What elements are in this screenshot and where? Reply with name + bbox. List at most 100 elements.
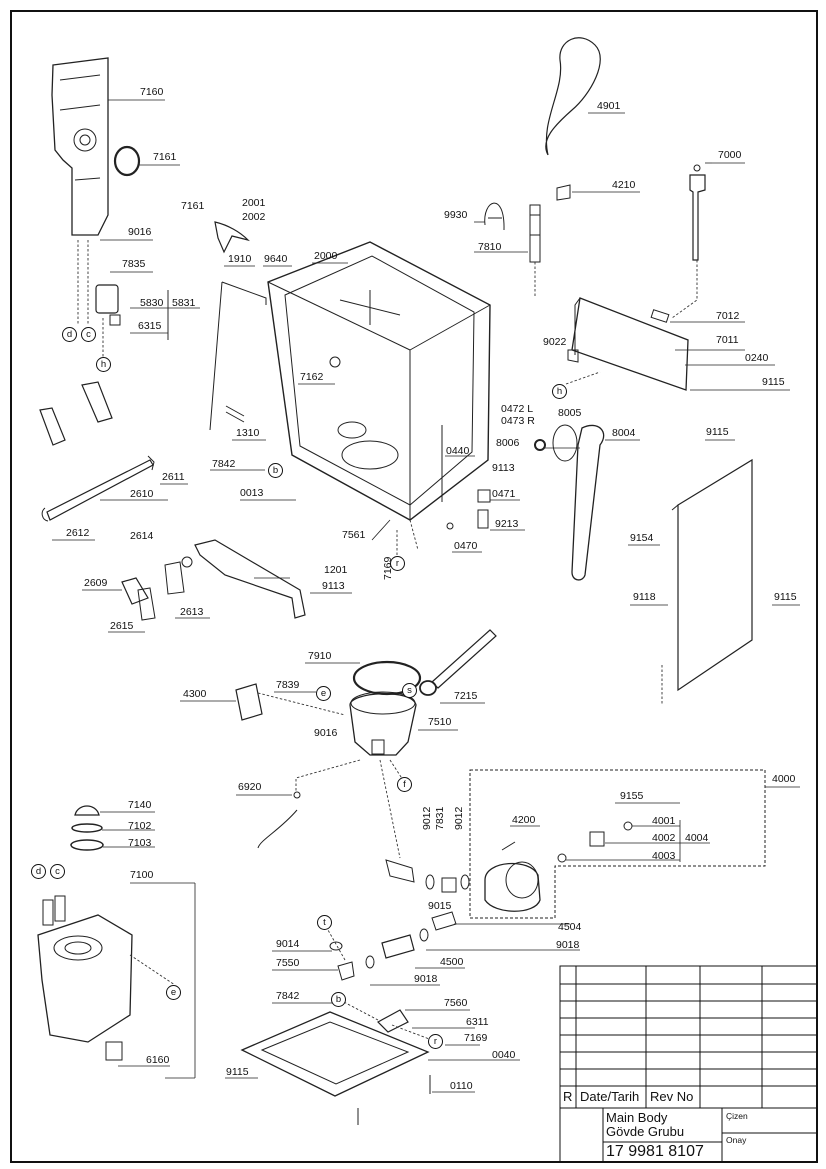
title-block — [559, 965, 818, 1163]
dashed-connector — [379, 759, 401, 859]
pump-group-box — [469, 769, 766, 919]
callout-r: r — [390, 556, 405, 571]
hose-4504 — [431, 911, 457, 931]
float-7560 — [377, 1009, 409, 1033]
clamp-9018b — [365, 955, 375, 969]
nut-8006 — [534, 439, 546, 451]
switch-7000 — [689, 174, 706, 261]
label-9016: 9016 — [314, 727, 338, 739]
gasket-7161 — [113, 145, 141, 177]
part-4001 — [623, 821, 633, 831]
clamp-9018a — [419, 928, 429, 942]
label-2614: 2614 — [130, 530, 154, 542]
foot-2614 — [164, 561, 185, 595]
title-block-date-header: Date/Tarih — [580, 1089, 640, 1104]
label-9113: 9113 — [492, 462, 515, 474]
label-4504: 4504 — [558, 921, 582, 933]
label-8006: 8006 — [496, 437, 520, 449]
part-6315 — [109, 314, 121, 326]
label-9018: 9018 — [556, 939, 580, 951]
label-9213: 9213 — [495, 518, 519, 530]
sleeve-7831 — [441, 877, 457, 893]
label-7140: 7140 — [128, 799, 152, 811]
label-6160: 6160 — [146, 1054, 170, 1066]
tub-edge — [267, 281, 411, 351]
clip-2611 — [147, 455, 155, 471]
label-2001: 2001 — [242, 197, 266, 209]
dashed-connector — [295, 759, 361, 792]
title-block-r-marker: R — [563, 1089, 573, 1104]
label-7100: 7100 — [130, 869, 154, 881]
callout-b: b — [331, 992, 346, 1007]
callout-b: b — [268, 463, 283, 478]
part-4002 — [589, 831, 605, 847]
label-7842: 7842 — [212, 458, 236, 470]
valve-7835 — [95, 284, 119, 314]
label-4000: 4000 — [772, 773, 796, 785]
ring-8005 — [552, 424, 578, 462]
label-7835: 7835 — [122, 258, 146, 270]
softener-7100 — [37, 914, 133, 1043]
cable-4901 — [545, 37, 601, 156]
label-1310: 1310 — [236, 427, 260, 439]
clamp-9012b — [460, 874, 470, 890]
label-7910: 7910 — [308, 650, 332, 662]
label-4300: 4300 — [183, 688, 207, 700]
housing-knob — [73, 128, 97, 152]
label-9118: 9118 — [633, 591, 656, 603]
bracket-2001 — [214, 221, 250, 254]
label-9018: 9018 — [414, 973, 438, 985]
dashed-connector — [409, 519, 419, 551]
label-2611: 2611 — [162, 471, 185, 483]
ring-7103 — [70, 839, 104, 851]
cap-4210 — [556, 184, 571, 201]
dashed-connector — [339, 999, 379, 1021]
softener-cap-inner — [64, 941, 92, 955]
label-9115: 9115 — [762, 376, 785, 388]
label-0240: 0240 — [745, 352, 769, 364]
dashed-connector — [257, 692, 346, 716]
label-5831: 5831 — [172, 297, 196, 309]
dashed-connector — [389, 759, 404, 781]
label-7550: 7550 — [276, 957, 300, 969]
pipe-7810 — [529, 204, 541, 263]
panel-lip — [671, 504, 679, 511]
bracket-7012 — [650, 309, 670, 323]
label-7011: 7011 — [716, 334, 739, 346]
part-4200 — [501, 841, 516, 851]
label-7839: 7839 — [276, 679, 300, 691]
cap-7140 — [74, 805, 100, 816]
base-0040 — [240, 1011, 430, 1097]
sump-top — [350, 691, 416, 715]
dashed-connector — [671, 260, 698, 319]
tub-port-7162 — [329, 356, 341, 368]
label-9115: 9115 — [774, 591, 797, 603]
label-2613: 2613 — [180, 606, 204, 618]
label-7012: 7012 — [716, 310, 740, 322]
label-7831: 7831 — [434, 806, 446, 830]
sensor-wire — [257, 809, 298, 849]
label-7842: 7842 — [276, 990, 300, 1002]
foot-2615 — [137, 587, 156, 621]
washer-2614 — [181, 556, 193, 568]
label-9154: 9154 — [630, 532, 654, 544]
label-9113: 9113 — [322, 580, 345, 592]
title-block-title-en: Main Body — [606, 1110, 668, 1125]
label-4002: 4002 — [652, 832, 676, 844]
elbow-7550 — [337, 961, 355, 981]
label-2002: 2002 — [242, 211, 266, 223]
callout-e: e — [166, 985, 181, 1000]
label-5830: 5830 — [140, 297, 164, 309]
title-block-onay: Onay — [726, 1135, 747, 1145]
label-9115: 9115 — [706, 426, 729, 438]
label-4500: 4500 — [440, 956, 464, 968]
sensor-6920 — [293, 791, 301, 799]
title-block-frame — [559, 965, 818, 1163]
callout-t: t — [317, 915, 332, 930]
callout-h: h — [96, 357, 111, 372]
callout-f: f — [397, 777, 412, 792]
foot-2609 — [121, 577, 149, 605]
tub-edge — [409, 304, 491, 351]
label-0473: 0473 R — [501, 415, 535, 427]
callout-c: c — [81, 327, 96, 342]
